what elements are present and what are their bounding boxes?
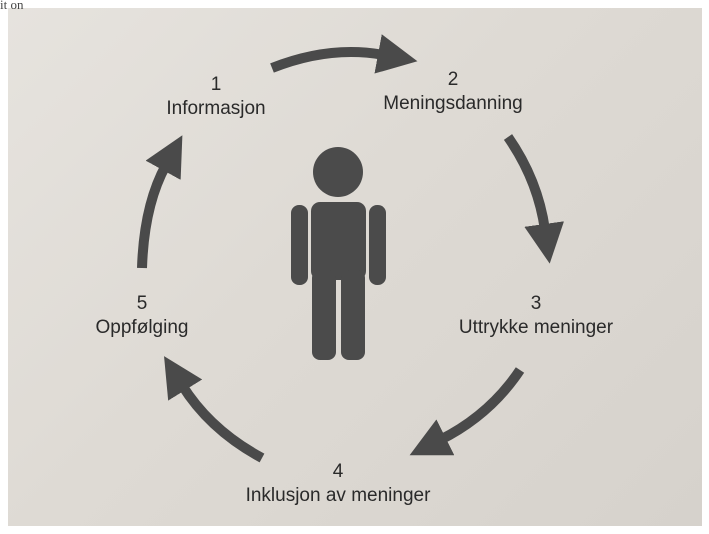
step-number: 4	[332, 461, 344, 482]
person-icon	[291, 147, 386, 360]
step-number: 5	[136, 293, 148, 314]
top-border	[0, 0, 709, 8]
step-number: 1	[210, 74, 222, 95]
step-number: 2	[447, 69, 459, 90]
step-text: Inklusjon av meninger	[245, 485, 431, 506]
step-text: Informasjon	[166, 98, 266, 119]
step-number: 3	[530, 293, 542, 314]
step-2-label: 2 Meningsdanning	[368, 68, 538, 116]
step-text: Meningsdanning	[383, 93, 523, 114]
step-4-label: 4 Inklusjon av meninger	[218, 460, 458, 508]
step-text: Uttrykke meninger	[458, 317, 614, 338]
bottom-border	[0, 526, 709, 534]
curved-arrow-icon	[270, 34, 418, 74]
step-text: Oppfølging	[95, 317, 189, 338]
step-3-label: 3 Uttrykke meninger	[436, 292, 636, 340]
curved-arrow-icon	[503, 134, 564, 264]
step-5-label: 5 Oppfølging	[82, 292, 202, 340]
curved-arrow-icon	[137, 135, 183, 269]
cut-off-text-fragment: it on	[0, 0, 24, 12]
curved-arrow-icon	[409, 367, 525, 456]
curved-arrow-icon	[164, 356, 265, 463]
step-1-label: 1 Informasjon	[156, 73, 276, 121]
